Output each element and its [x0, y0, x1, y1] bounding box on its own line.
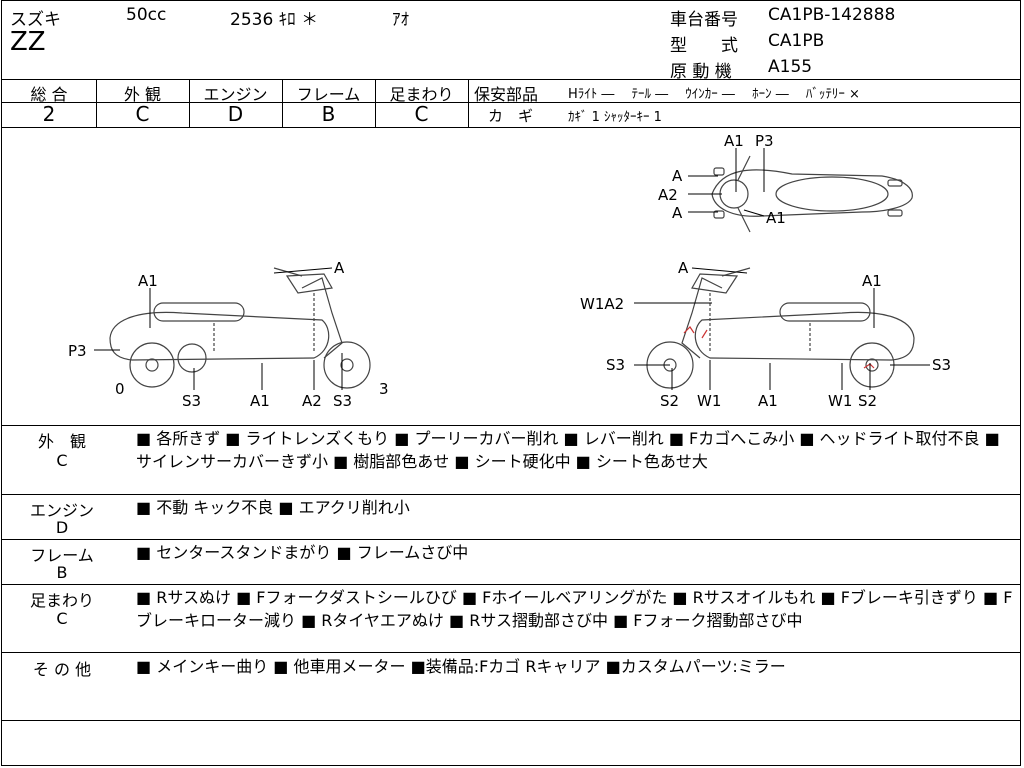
label: A2: [658, 186, 678, 204]
section-text-other: ■ メインキー曲り ■ 他車用メーター ■装備品:Fカゴ Rキャリア ■カスタム…: [136, 657, 786, 676]
safety-parts: Hﾗｲﾄ ― ﾃｰﾙ ― ｳｲﾝｶｰ ― ﾎｰﾝ ― ﾊﾞｯﾃﾘｰ ×: [568, 87, 860, 102]
section-text-frame: ■ センタースタンドまがり ■ フレームさび中: [136, 543, 469, 562]
divider: [375, 79, 376, 127]
divider: [2, 79, 1020, 80]
damage-diagram: A1 A P3 0 S3 A1 A2 S3 3 A A1 W1A2 S3 S3 …: [68, 132, 951, 410]
label: A1: [862, 272, 882, 290]
section-text-exterior: ■ 各所きず ■ ライトレンズくもり ■ プーリーカバー削れ ■ レバー削れ ■…: [136, 429, 1000, 471]
label: 3: [379, 380, 389, 398]
type-number: CA1PB: [768, 31, 825, 51]
label: A: [334, 259, 345, 277]
key-count: ｶｷﾞ 1 ｼｬｯﾀｰｷｰ 1: [568, 110, 662, 125]
section-grade-exterior: C: [56, 451, 68, 470]
engine-number: A155: [768, 57, 813, 77]
section-title-frame: フレーム: [30, 546, 94, 565]
label: S3: [182, 392, 201, 410]
section-grade-frame: B: [56, 563, 68, 582]
grade-value-frame: B: [321, 102, 336, 126]
section-title-suspension: 足まわり: [29, 591, 94, 610]
section-title-exterior: 外 観: [37, 432, 86, 451]
key-label: カ ギ: [488, 107, 534, 125]
label: S3: [333, 392, 352, 410]
label: W1: [828, 392, 852, 410]
label: W1: [697, 392, 721, 410]
divider: [2, 652, 1020, 653]
section-grade-engine: D: [55, 518, 69, 537]
divider: [2, 539, 1020, 540]
divider: [2, 494, 1020, 495]
divider: [2, 425, 1020, 426]
grade-value-engine: D: [227, 102, 244, 126]
label: S2: [660, 392, 679, 410]
label: S3: [932, 356, 951, 374]
model-name: ZZ: [10, 27, 46, 57]
section-text-engine: ■ 不動 キック不良 ■ エアクリ削れ小: [136, 498, 410, 517]
grade-value-suspension: C: [414, 102, 429, 126]
label: S2: [858, 392, 877, 410]
frame-label: 車台番号: [670, 10, 738, 30]
divider: [96, 79, 97, 127]
label: S3: [606, 356, 625, 374]
color: ｱｵ: [392, 10, 409, 30]
divider: [189, 79, 190, 127]
left-labels: A1 A P3 0 S3 A1 A2 S3 3: [68, 259, 389, 410]
right-scooter: [646, 267, 915, 389]
engine-label: 原 動 機: [670, 62, 732, 82]
label: P3: [755, 132, 774, 150]
divider: [282, 79, 283, 127]
left-scooter: [109, 267, 371, 389]
section-text-suspension: ■ Rサスぬけ ■ Fフォークダストシールひび ■ Fホイールベアリングがた ■…: [136, 588, 1013, 630]
grade-label-engine: エンジン: [203, 85, 268, 104]
label: A1: [758, 392, 778, 410]
divider: [2, 720, 1020, 721]
label: W1A2: [580, 295, 624, 313]
divider: [468, 102, 1020, 103]
leader-lines: [94, 148, 930, 390]
label: A: [672, 167, 683, 185]
label: 0: [115, 380, 125, 398]
label: A1: [138, 272, 158, 290]
grade-label-suspension: 足まわり: [389, 85, 454, 104]
label: A: [672, 204, 683, 222]
displacement: 50cc: [126, 5, 167, 25]
frame-number: CA1PB-142888: [768, 5, 896, 25]
grade-value-exterior: C: [135, 102, 150, 126]
label: A1: [724, 132, 744, 150]
label: A2: [302, 392, 322, 410]
maker: スズキ: [10, 10, 61, 30]
type-label: 型 式: [670, 36, 738, 56]
top-labels: A1 P3 A A2 A A1: [658, 132, 786, 227]
grade-label-total: 総 合: [30, 85, 68, 104]
top-scooter: [711, 155, 913, 233]
divider: [2, 584, 1020, 585]
registration-number: 2536 ｷﾛ ＊: [230, 10, 319, 30]
divider: [468, 79, 469, 127]
safety-label: 保安部品: [474, 85, 539, 104]
divider: [2, 102, 468, 103]
label: A: [678, 259, 689, 277]
section-grade-suspension: C: [56, 609, 68, 628]
divider: [2, 127, 1020, 128]
right-labels: A A1 W1A2 S3 S3 S2 W1 A1 W1 S2: [580, 259, 951, 410]
label: A1: [766, 209, 786, 227]
grade-label-exterior: 外 観: [123, 85, 162, 104]
label: P3: [68, 342, 87, 360]
section-title-other: そ の 他: [32, 660, 92, 679]
grade-value-total: 2: [42, 102, 56, 126]
section-title-engine: エンジン: [29, 501, 94, 520]
label: A1: [250, 392, 270, 410]
grade-label-frame: フレーム: [296, 85, 361, 104]
